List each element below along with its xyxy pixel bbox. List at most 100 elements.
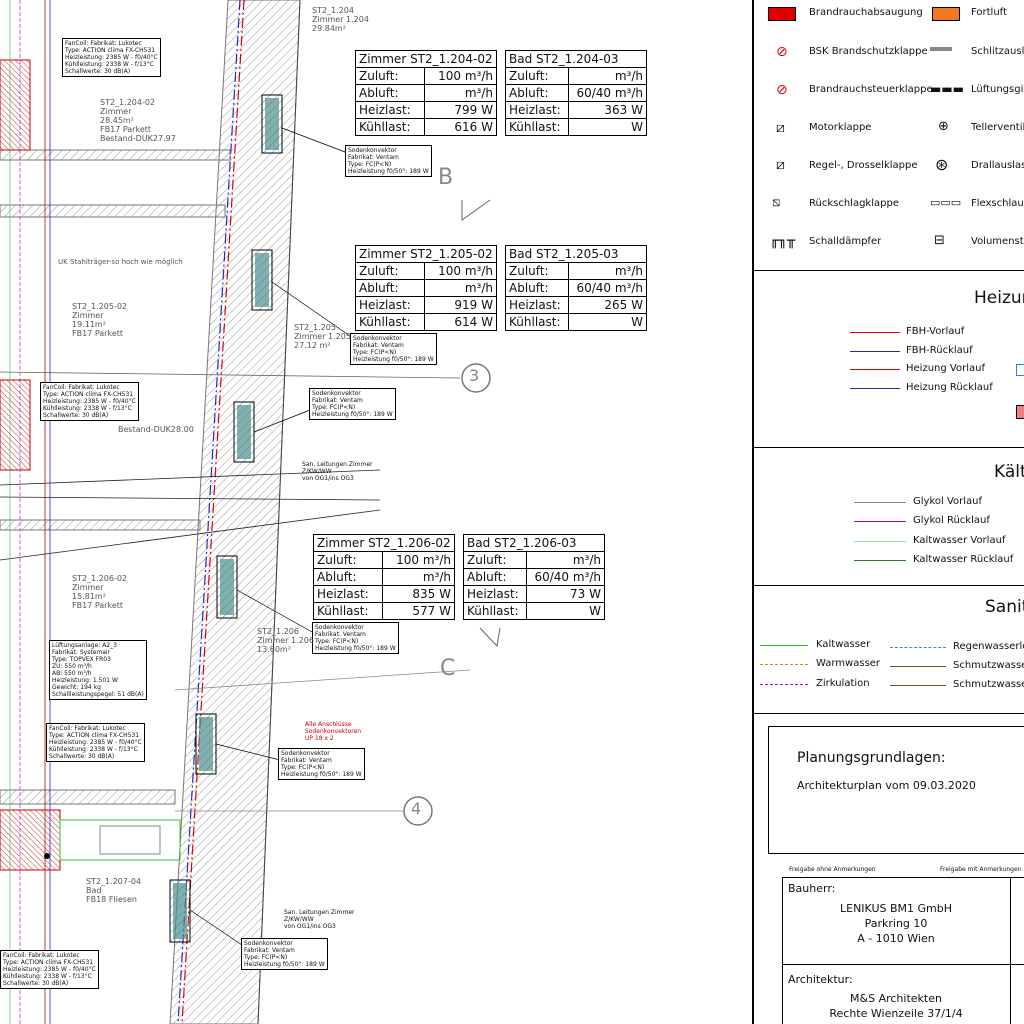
- legend-label: Glykol Rücklauf: [913, 515, 990, 526]
- row-label: Zuluft:: [355, 262, 425, 280]
- label-line: Fabrikat: Ventam: [312, 397, 363, 404]
- row-value: m³/h: [567, 262, 648, 280]
- glykol-ruecklauf-line: [854, 521, 906, 522]
- bauherr-label: Bauherr:: [788, 882, 836, 895]
- row-label: Heizlast:: [463, 585, 527, 603]
- note-line: Zimmer: [72, 583, 104, 592]
- divider: [754, 585, 1024, 586]
- label-line: Z/KW/WW: [284, 916, 314, 923]
- silencer-icon: ╓╖╥: [770, 233, 796, 249]
- label-line: UP 18 x 2: [305, 735, 334, 742]
- legend-label: Kaltwasser Rücklauf: [913, 554, 1014, 565]
- legend-label: BSK Brandschutzklappe: [809, 46, 928, 57]
- note-line: Zimmer 1.206: [257, 636, 314, 645]
- row-value: 60/40 m³/h: [567, 279, 648, 297]
- flex-hose-icon: ▭▭▭: [930, 196, 962, 209]
- note-line: Zimmer 1.205: [294, 332, 351, 341]
- title-block-divider: [1010, 877, 1011, 1024]
- row-value: 60/40 m³/h: [525, 568, 606, 586]
- row-value: m³/h: [423, 84, 498, 102]
- note-line: Bad: [86, 886, 102, 895]
- row-value: 919 W: [423, 296, 498, 314]
- throttle-damper-icon: ⧄: [776, 157, 785, 173]
- section-marker-c: C: [440, 656, 456, 681]
- label-line: Type: ACTION clima FX-CH531: [3, 959, 94, 966]
- label-line: Fabrikat: Ventam: [244, 947, 295, 954]
- room-table-206-02: Zimmer ST2_1.206-02 Zuluft:100 m³/h Ablu…: [313, 534, 456, 620]
- row-label: Zuluft:: [355, 67, 425, 85]
- title-block-box: [782, 877, 1024, 1024]
- label-line: Sodenkonvektor: [244, 940, 293, 947]
- architektur-line: Rechte Wienzeile 37/1/4: [829, 1007, 963, 1020]
- bauherr-line: LENIKUS BM1 GmbH: [839, 902, 953, 915]
- label-line: FanCoil: Fabrikat: Lukotec: [43, 384, 120, 391]
- swirl-outlet-icon: ⊛: [935, 155, 949, 174]
- room-table-205-02: Zimmer ST2_1.205-02 Zuluft:100 m³/h Ablu…: [355, 245, 498, 331]
- note-line: 27.12 m²: [294, 341, 331, 350]
- row-label: Heizlast:: [505, 296, 569, 314]
- note-line: ST2_1.206-02: [72, 574, 128, 583]
- row-label: Kühllast:: [505, 118, 569, 136]
- legend-label: Warmwasser: [816, 658, 881, 669]
- label-line: Fabrikat: Ventam: [348, 154, 399, 161]
- divider: [754, 270, 1024, 271]
- row-value: m³/h: [567, 67, 648, 85]
- row-value: 73 W: [525, 585, 606, 603]
- label-line: Sodenkonvektor: [315, 624, 364, 631]
- freigabe-left: Freigabe ohne Anmerkungen: [789, 866, 876, 873]
- convector-4: [216, 555, 238, 619]
- label-line: Fabrikat: Ventam: [315, 631, 366, 638]
- row-label: Heizlast:: [505, 101, 569, 119]
- floor-plan-svg: [0, 0, 501, 1024]
- room-table-205-03: Bad ST2_1.205-03 Zuluft:m³/h Abluft:60/4…: [505, 245, 648, 331]
- check-damper-icon: ⧅: [772, 195, 781, 210]
- label-line: Heizleistung f0/50°: 189 W: [312, 411, 393, 418]
- legend-label: FBH-Vorlauf: [906, 326, 965, 337]
- legend-label: Zirkulation: [816, 678, 870, 689]
- bauherr-line: Parkring 10: [864, 917, 928, 930]
- row-label: Zuluft:: [313, 551, 383, 569]
- legend-label: FBH-Rücklauf: [906, 345, 973, 356]
- row-value: m³/h: [381, 568, 456, 586]
- heizung-title: Heizung: [974, 288, 1024, 308]
- floor-plan-drawing: Zimmer ST2_1.204-02 Zuluft:100 m³/h Ablu…: [0, 0, 648, 1024]
- note-line: ST2_1.205-02: [72, 302, 128, 311]
- label-line: Heizleistung: 1.501 W: [52, 677, 118, 684]
- label-line: Type: FC(P<N): [348, 161, 392, 168]
- note-line: FB18 Fliesen: [86, 895, 137, 904]
- legend-label: Schalldämpfer: [809, 236, 882, 247]
- label-line: Schallwerte: 30 dB(A): [43, 412, 109, 419]
- legend-label: Brandrauchsteuerklappe: [809, 84, 933, 95]
- swatch: [1016, 405, 1024, 419]
- slot-outlet-icon: ═══: [930, 42, 952, 56]
- legend-label: Tellerventil: [971, 122, 1024, 133]
- swatch: [1016, 364, 1024, 376]
- row-value: m³/h: [525, 551, 606, 569]
- row-value: 835 W: [381, 585, 456, 603]
- room-table-206-03: Bad ST2_1.206-03 Zuluft:m³/h Abluft:60/4…: [463, 534, 606, 620]
- room-table-title: Zimmer ST2_1.204-02: [355, 50, 497, 68]
- warmwasser-line: [760, 664, 808, 665]
- row-label: Abluft:: [505, 279, 569, 297]
- row-value: 100 m³/h: [423, 262, 498, 280]
- bauherr-line: A - 1010 Wien: [857, 932, 935, 945]
- brandrauch-swatch: [768, 7, 796, 21]
- room-table-204-03: Bad ST2_1.204-03 Zuluft:m³/h Abluft:60/4…: [505, 50, 648, 136]
- kaelte-title: Kälte: [994, 462, 1024, 482]
- sanitaer-title: Sanitär: [985, 597, 1024, 617]
- grundlagen-text: Architekturplan vom 09.03.2020: [797, 779, 976, 792]
- note-line: ST2_1.205: [294, 323, 336, 332]
- legend-panel: Brandrauchabsaugung Fortluft ⊘ BSK Brand…: [752, 0, 1024, 1024]
- kaltwasser-vorlauf-line: [854, 541, 906, 542]
